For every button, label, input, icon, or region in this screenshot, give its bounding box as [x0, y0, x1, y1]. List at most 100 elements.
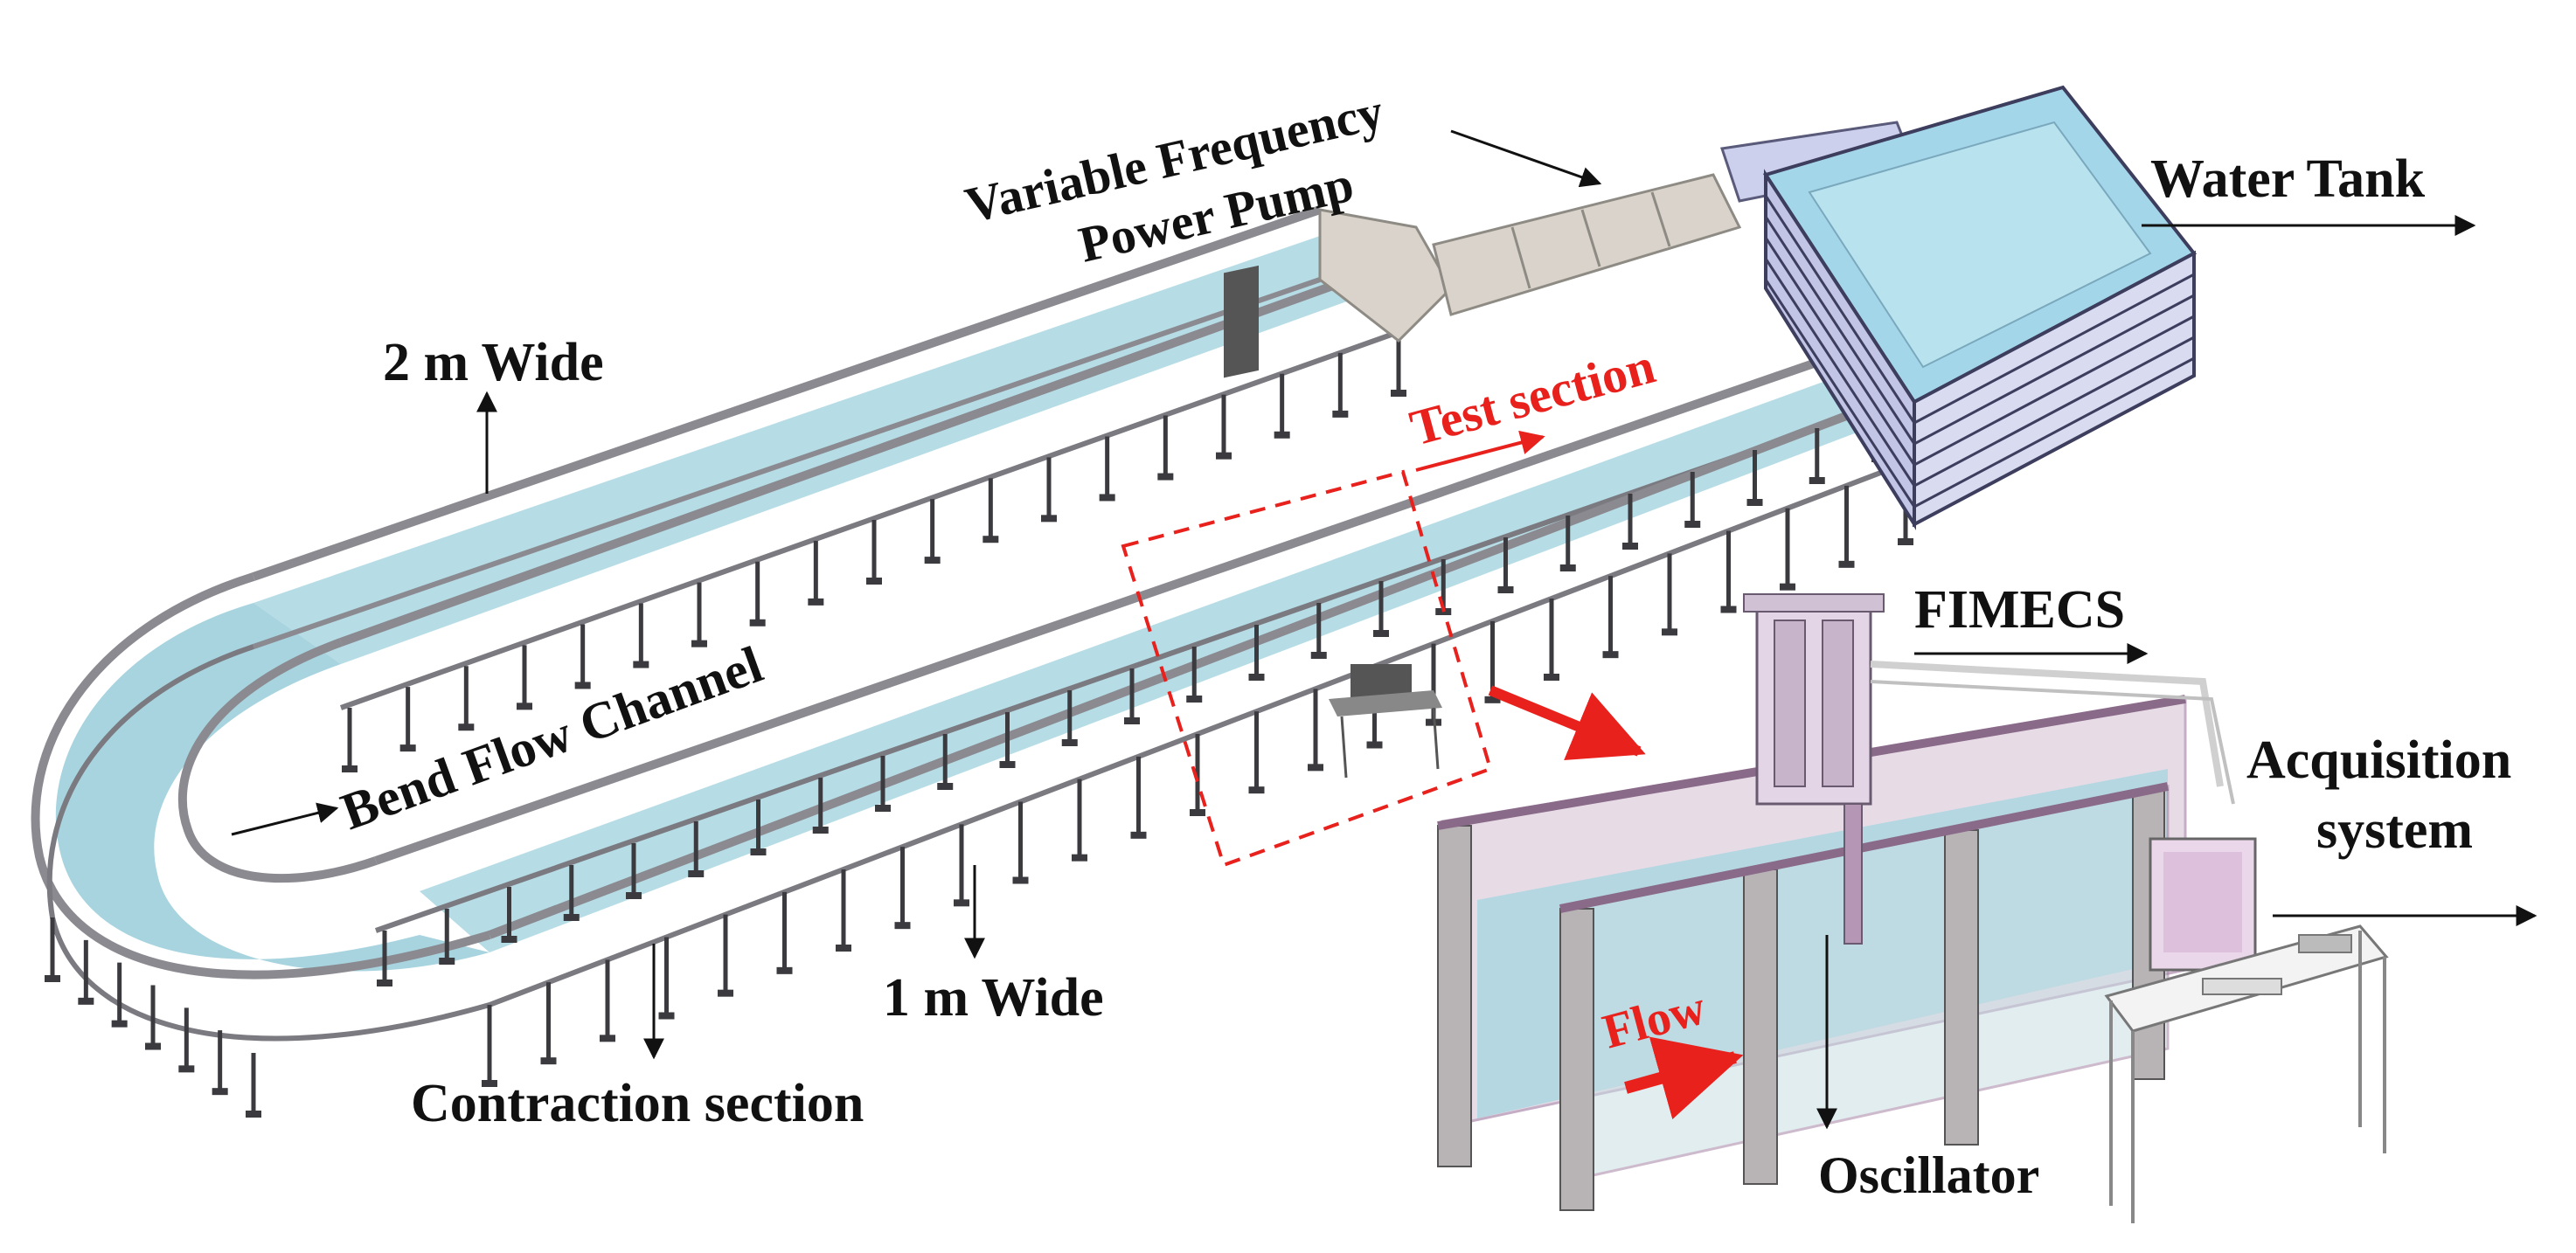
bend-post-foot [212, 1088, 228, 1096]
upper-post-foot [1041, 515, 1057, 523]
lower-inner-post-foot [1061, 739, 1078, 746]
lower-inner-post-foot [1124, 717, 1140, 724]
lower-inner-post-foot [377, 980, 392, 986]
variable-frequency-pump [1318, 173, 1742, 343]
annotation-arrows [231, 129, 2538, 1130]
tank-slat-front [1913, 273, 2195, 425]
oscillator-rod [1843, 803, 1863, 945]
pump-ring-1 [1510, 226, 1531, 289]
lower-inner-post-foot [1186, 696, 1203, 703]
bend-outer-wall [31, 572, 491, 980]
tank-slat-side [1764, 195, 1916, 424]
bend-posts [45, 917, 261, 1118]
tank-slat-side [1764, 258, 1916, 487]
cable-2 [1870, 680, 2235, 805]
zoom-post-4 [1944, 829, 1979, 1146]
contraction-section-label: Contraction section [411, 1074, 864, 1133]
zoom-post-3 [1743, 869, 1778, 1185]
lower-channel-posts [377, 406, 1913, 1087]
lower-post-foot [1484, 696, 1501, 703]
lower-post-foot [894, 922, 911, 930]
acquisition-label-line2: system [2316, 800, 2473, 860]
upper-post-foot [1274, 431, 1290, 439]
pump-body [1432, 173, 1742, 316]
fimecs-rail-right [1822, 620, 1854, 787]
lower-inner-post-foot [1622, 543, 1638, 550]
upper-outer-rail [252, 205, 1322, 581]
upper-post-foot [982, 536, 999, 543]
upper-inner-rail [339, 258, 1400, 647]
flow-arrow [1624, 1036, 1744, 1119]
tank-slat-front [1913, 294, 2195, 446]
water-tank-label: Water Tank [2150, 149, 2426, 209]
upper-post-foot [399, 744, 416, 752]
upper-channel-posts [342, 332, 1406, 772]
upper-post-foot [1216, 452, 1232, 460]
zoom-top-rail-front [1559, 782, 2169, 913]
acq-unit [2298, 934, 2352, 953]
zoom-post-2 [1559, 908, 1594, 1211]
fimecs-label: FIMECS [1914, 580, 2125, 640]
lower-inner-post-foot [1684, 521, 1701, 528]
upper-post-foot [691, 640, 707, 647]
zoom-pointer-arrow [1488, 685, 1646, 761]
tank-slat-front [1913, 336, 2195, 488]
upper-post-foot [342, 765, 358, 772]
lower-inner-post-foot [750, 848, 767, 855]
lower-post-foot [836, 945, 851, 952]
lower-post-foot [1662, 628, 1677, 636]
lower-inner-post-foot [439, 958, 455, 965]
lower-post-foot [1012, 876, 1029, 884]
lower-post-foot [1838, 560, 1855, 568]
lower-post-foot [1602, 651, 1619, 659]
tank-slat-side [1764, 279, 1916, 508]
tank-slats [1764, 195, 2195, 509]
upper-outer-rail-low [253, 277, 1321, 649]
oscillator-label: Oscillator [1818, 1146, 2039, 1204]
upper-post-foot [749, 619, 766, 626]
acq-screen [2163, 852, 2242, 952]
tank-slat-side [1764, 237, 1916, 466]
lower-post-foot [1308, 764, 1323, 772]
tank-slat-front [1913, 315, 2195, 467]
lower-inner-post-foot [626, 892, 642, 899]
lower-post-foot [600, 1035, 615, 1042]
water-tank [1720, 85, 2198, 530]
lower-post-foot [1544, 674, 1559, 681]
upper-post-foot [866, 578, 882, 585]
upper-post-foot [1332, 410, 1349, 418]
acq-keyboard [2202, 978, 2282, 995]
bend-post-foot [78, 997, 94, 1005]
test-section-arrow [1415, 430, 1545, 472]
pump-hood [1318, 208, 1453, 343]
lower-post-foot [718, 989, 733, 997]
lower-inner-post-foot [812, 827, 829, 834]
cable-1 [1870, 661, 2224, 787]
bend-inner-wall [177, 638, 378, 883]
lower-inner-post-foot [1559, 564, 1576, 571]
acquisition-system-model [2104, 837, 2389, 1223]
lower-post-foot [1072, 854, 1087, 862]
lower-post-foot [1248, 786, 1265, 794]
fimecs-cap [1743, 593, 1885, 613]
lower-inner-post-foot [1310, 652, 1327, 659]
bend-post-foot [45, 975, 60, 982]
lower-inner-post-foot [1497, 586, 1514, 593]
lower-inner-post-foot [1746, 499, 1763, 506]
test-desk [1329, 690, 1442, 716]
acquisition-label-line1: Acquisition [2246, 730, 2511, 790]
lower-post-foot [954, 899, 969, 907]
width-1m-label: 1 m Wide [883, 968, 1104, 1028]
test-section-highlight-box [1121, 469, 1493, 868]
lower-post-foot [1366, 741, 1383, 749]
lower-inner-post-foot [1373, 630, 1389, 637]
lower-inner-post-foot [688, 870, 705, 877]
lower-outer-rail [488, 389, 1907, 939]
zoom-post-1 [1437, 825, 1472, 1167]
lower-inner-post-foot [1809, 477, 1825, 484]
width-2m-label: 2 m Wide [383, 333, 604, 392]
lower-post-foot [540, 1057, 557, 1065]
upper-post-foot [574, 682, 591, 689]
